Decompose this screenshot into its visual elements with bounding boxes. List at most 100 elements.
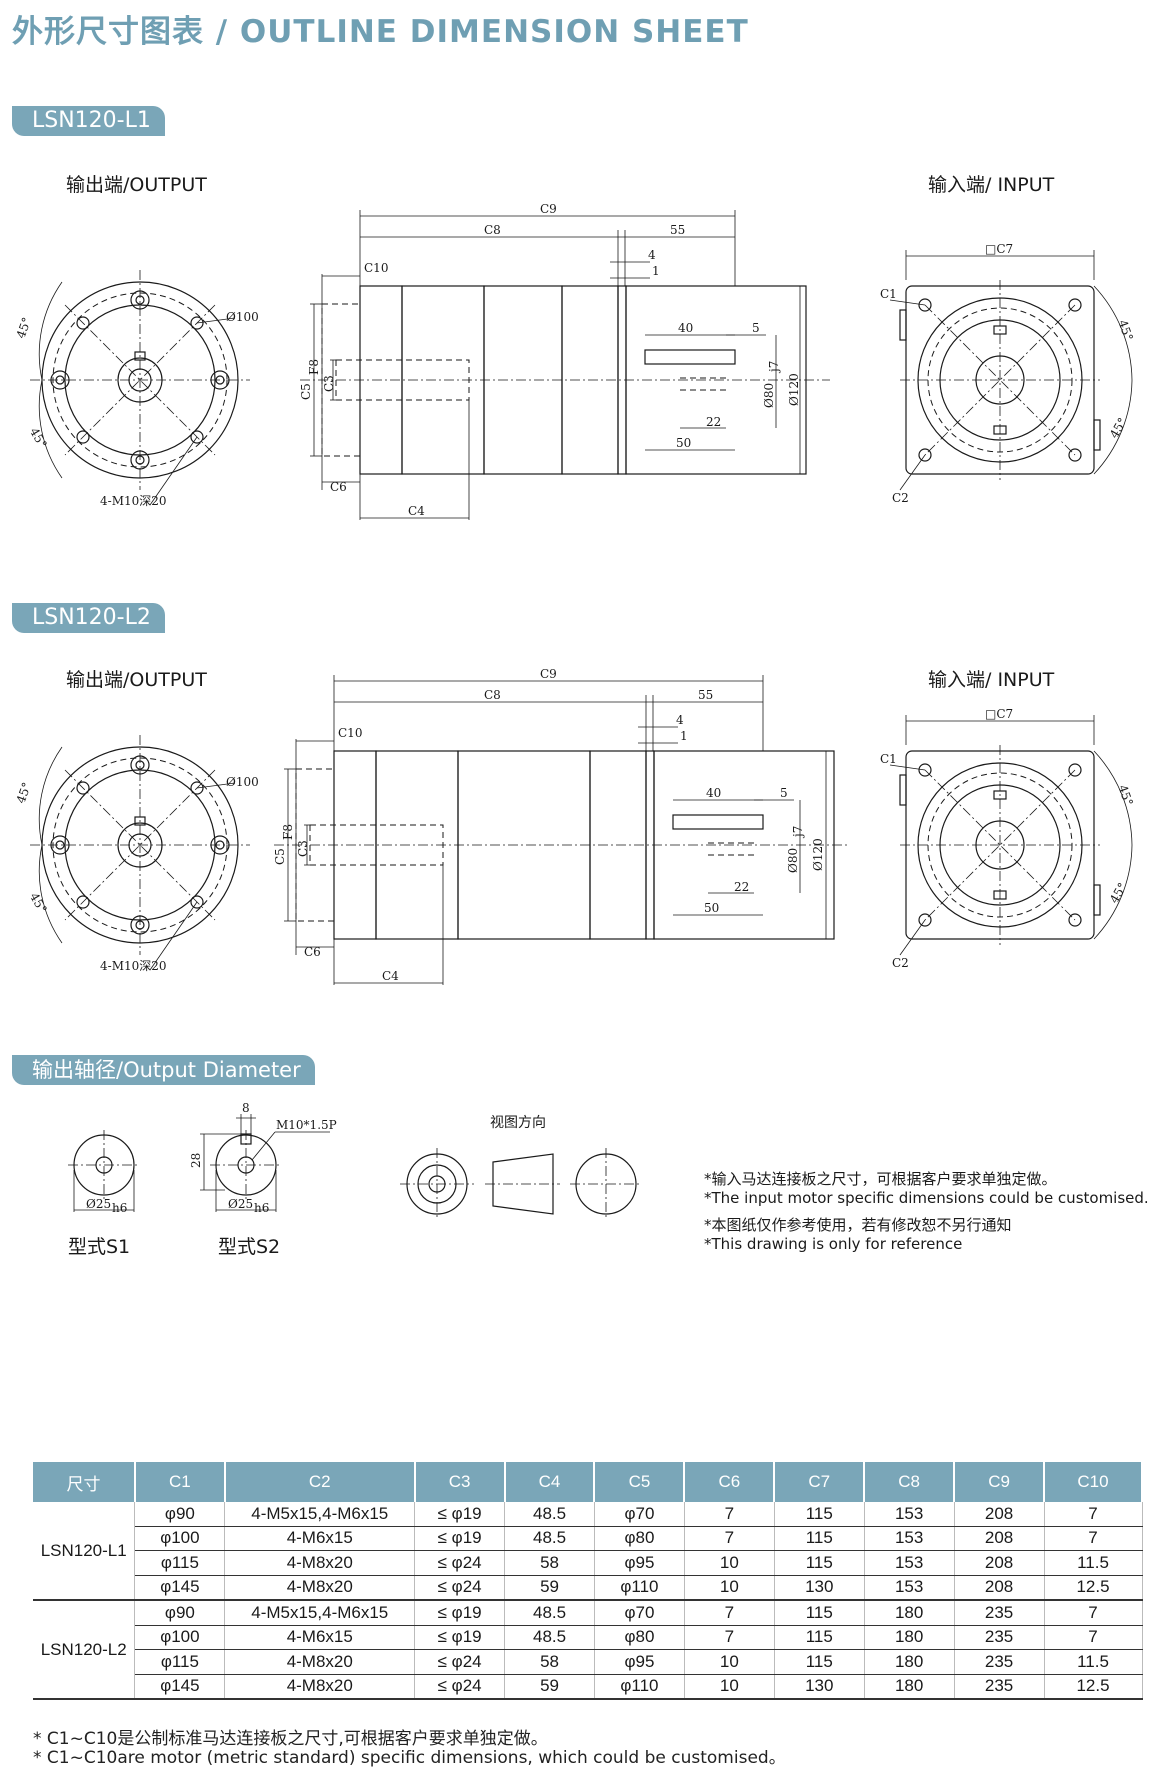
angle-45-c: 45°: [1115, 783, 1135, 808]
table-cell: 115: [774, 1600, 865, 1626]
table-cell: 153: [864, 1526, 955, 1551]
table-cell: 48.5: [504, 1600, 595, 1626]
table-cell: 153: [864, 1575, 955, 1601]
table-cell: 58: [504, 1550, 595, 1576]
input-face-view: □C7 C1 C2 45° 45°: [880, 707, 1136, 970]
table-cell: φ110: [594, 1575, 685, 1601]
output-face-view: Ø100 45° 45° 4-M10深20: [14, 270, 259, 508]
col-header: C10: [1044, 1462, 1143, 1502]
col-header: 尺寸: [33, 1462, 136, 1502]
table-cell: φ115: [134, 1550, 226, 1576]
note-3: *本图纸仅作参考使用，若有修改恕不另行通知: [704, 1216, 1012, 1234]
s2-label: 型式S2: [218, 1236, 281, 1258]
dim-j7: j7: [767, 361, 781, 374]
table-cell: 4-M8x20: [224, 1674, 416, 1700]
table-cell: 235: [954, 1625, 1045, 1650]
table-cell: φ70: [594, 1502, 685, 1527]
input-label-l1: 输入端/ INPUT: [928, 174, 1055, 196]
dim-22: 22: [734, 880, 749, 894]
dim-c4: C4: [408, 504, 425, 518]
table-cell: 7: [1044, 1502, 1143, 1527]
s2-thread: M10*1.5P: [276, 1118, 337, 1132]
col-header: C2: [224, 1462, 416, 1502]
table-cell: ≤ φ19: [414, 1625, 506, 1650]
shaft-type-s2: 8 28 M10*1.5P Ø25 h6: [189, 1101, 337, 1215]
table-cell: ≤ φ19: [414, 1526, 506, 1551]
table-cell: 7: [1044, 1526, 1143, 1551]
table-cell: 235: [954, 1649, 1045, 1675]
table-cell: φ90: [134, 1502, 226, 1527]
table-cell: 4-M5x15,4-M6x15: [224, 1600, 416, 1626]
table-cell: 12.5: [1044, 1674, 1143, 1700]
col-header: C3: [414, 1462, 506, 1502]
table-cell: 4-M8x20: [224, 1649, 416, 1675]
table-cell: 208: [954, 1526, 1045, 1551]
dim-5: 5: [780, 786, 788, 800]
table-cell: 180: [864, 1625, 955, 1650]
dim-40: 40: [678, 321, 693, 335]
section-badge-l2: LSN120-L2: [12, 603, 165, 633]
table-cell: 4-M5x15,4-M6x15: [224, 1502, 416, 1527]
dim-c3: C3: [322, 375, 336, 392]
col-header: C5: [594, 1462, 686, 1502]
s1-h6: h6: [112, 1201, 127, 1215]
col-header: C1: [134, 1462, 226, 1502]
table-cell: 208: [954, 1575, 1045, 1601]
input-label-l2: 输入端/ INPUT: [928, 669, 1055, 691]
dimension-table: 尺寸 C1 C2 C3 C4 C5 C6 C7 C8 C9 C10 LSN120…: [33, 1462, 1143, 1700]
table-cell: 115: [774, 1625, 865, 1650]
table-cell: 115: [774, 1649, 865, 1675]
table-cell: 235: [954, 1600, 1045, 1626]
table-cell: 130: [774, 1674, 865, 1700]
table-cell: 7: [684, 1625, 775, 1650]
side-view: C9 C8 55 4 1 C10 40 5 22 50 C6 C4 C5 F8 …: [299, 202, 830, 520]
s2-dim-28: 28: [189, 1153, 203, 1168]
dim-55: 55: [698, 688, 713, 702]
table-cell: 12.5: [1044, 1575, 1143, 1601]
table-cell: 7: [684, 1502, 775, 1527]
dim-c8: C8: [484, 223, 501, 237]
dim-5: 5: [752, 321, 760, 335]
table-cell: ≤ φ19: [414, 1600, 506, 1626]
output-face-view: Ø100 45° 45° 4-M10深20: [14, 735, 259, 973]
dim-f8: F8: [307, 359, 321, 375]
table-cell: ≤ φ24: [414, 1674, 506, 1700]
note-4: *This drawing is only for reference: [704, 1235, 963, 1253]
table-cell: ≤ φ24: [414, 1575, 506, 1601]
table-cell: 10: [684, 1674, 775, 1700]
table-cell: 48.5: [504, 1502, 595, 1527]
model-cell: LSN120-L1: [33, 1502, 136, 1601]
dim-d100: Ø100: [226, 775, 259, 789]
table-cell: 58: [504, 1649, 595, 1675]
table-cell: 10: [684, 1575, 775, 1601]
table-cell: φ145: [134, 1674, 226, 1700]
page-title: 外形尺寸图表 / OUTLINE DIMENSION SHEET: [12, 14, 749, 50]
model-cell: LSN120-L2: [33, 1600, 136, 1700]
table-cell: φ80: [594, 1526, 685, 1551]
s1-label: 型式S1: [68, 1236, 131, 1258]
dim-c3: C3: [296, 840, 310, 857]
table-cell: φ90: [134, 1600, 226, 1626]
table-cell: 153: [864, 1550, 955, 1576]
footnote-2: * C1~C10are motor (metric standard) spec…: [33, 1748, 786, 1768]
table-cell: 48.5: [504, 1625, 595, 1650]
table-cell: 7: [684, 1600, 775, 1626]
table-cell: ≤ φ24: [414, 1550, 506, 1576]
dim-55: 55: [670, 223, 685, 237]
dim-50: 50: [704, 901, 719, 915]
dim-1: 1: [680, 729, 688, 743]
table-cell: 208: [954, 1502, 1045, 1527]
output-label-l1: 输出端/OUTPUT: [66, 174, 207, 196]
table-cell: φ100: [134, 1625, 226, 1650]
s2-d25: Ø25: [228, 1197, 253, 1211]
dim-j7: j7: [791, 826, 805, 839]
table-cell: 48.5: [504, 1526, 595, 1551]
table-cell: 11.5: [1044, 1649, 1143, 1675]
table-cell: 7: [1044, 1625, 1143, 1650]
